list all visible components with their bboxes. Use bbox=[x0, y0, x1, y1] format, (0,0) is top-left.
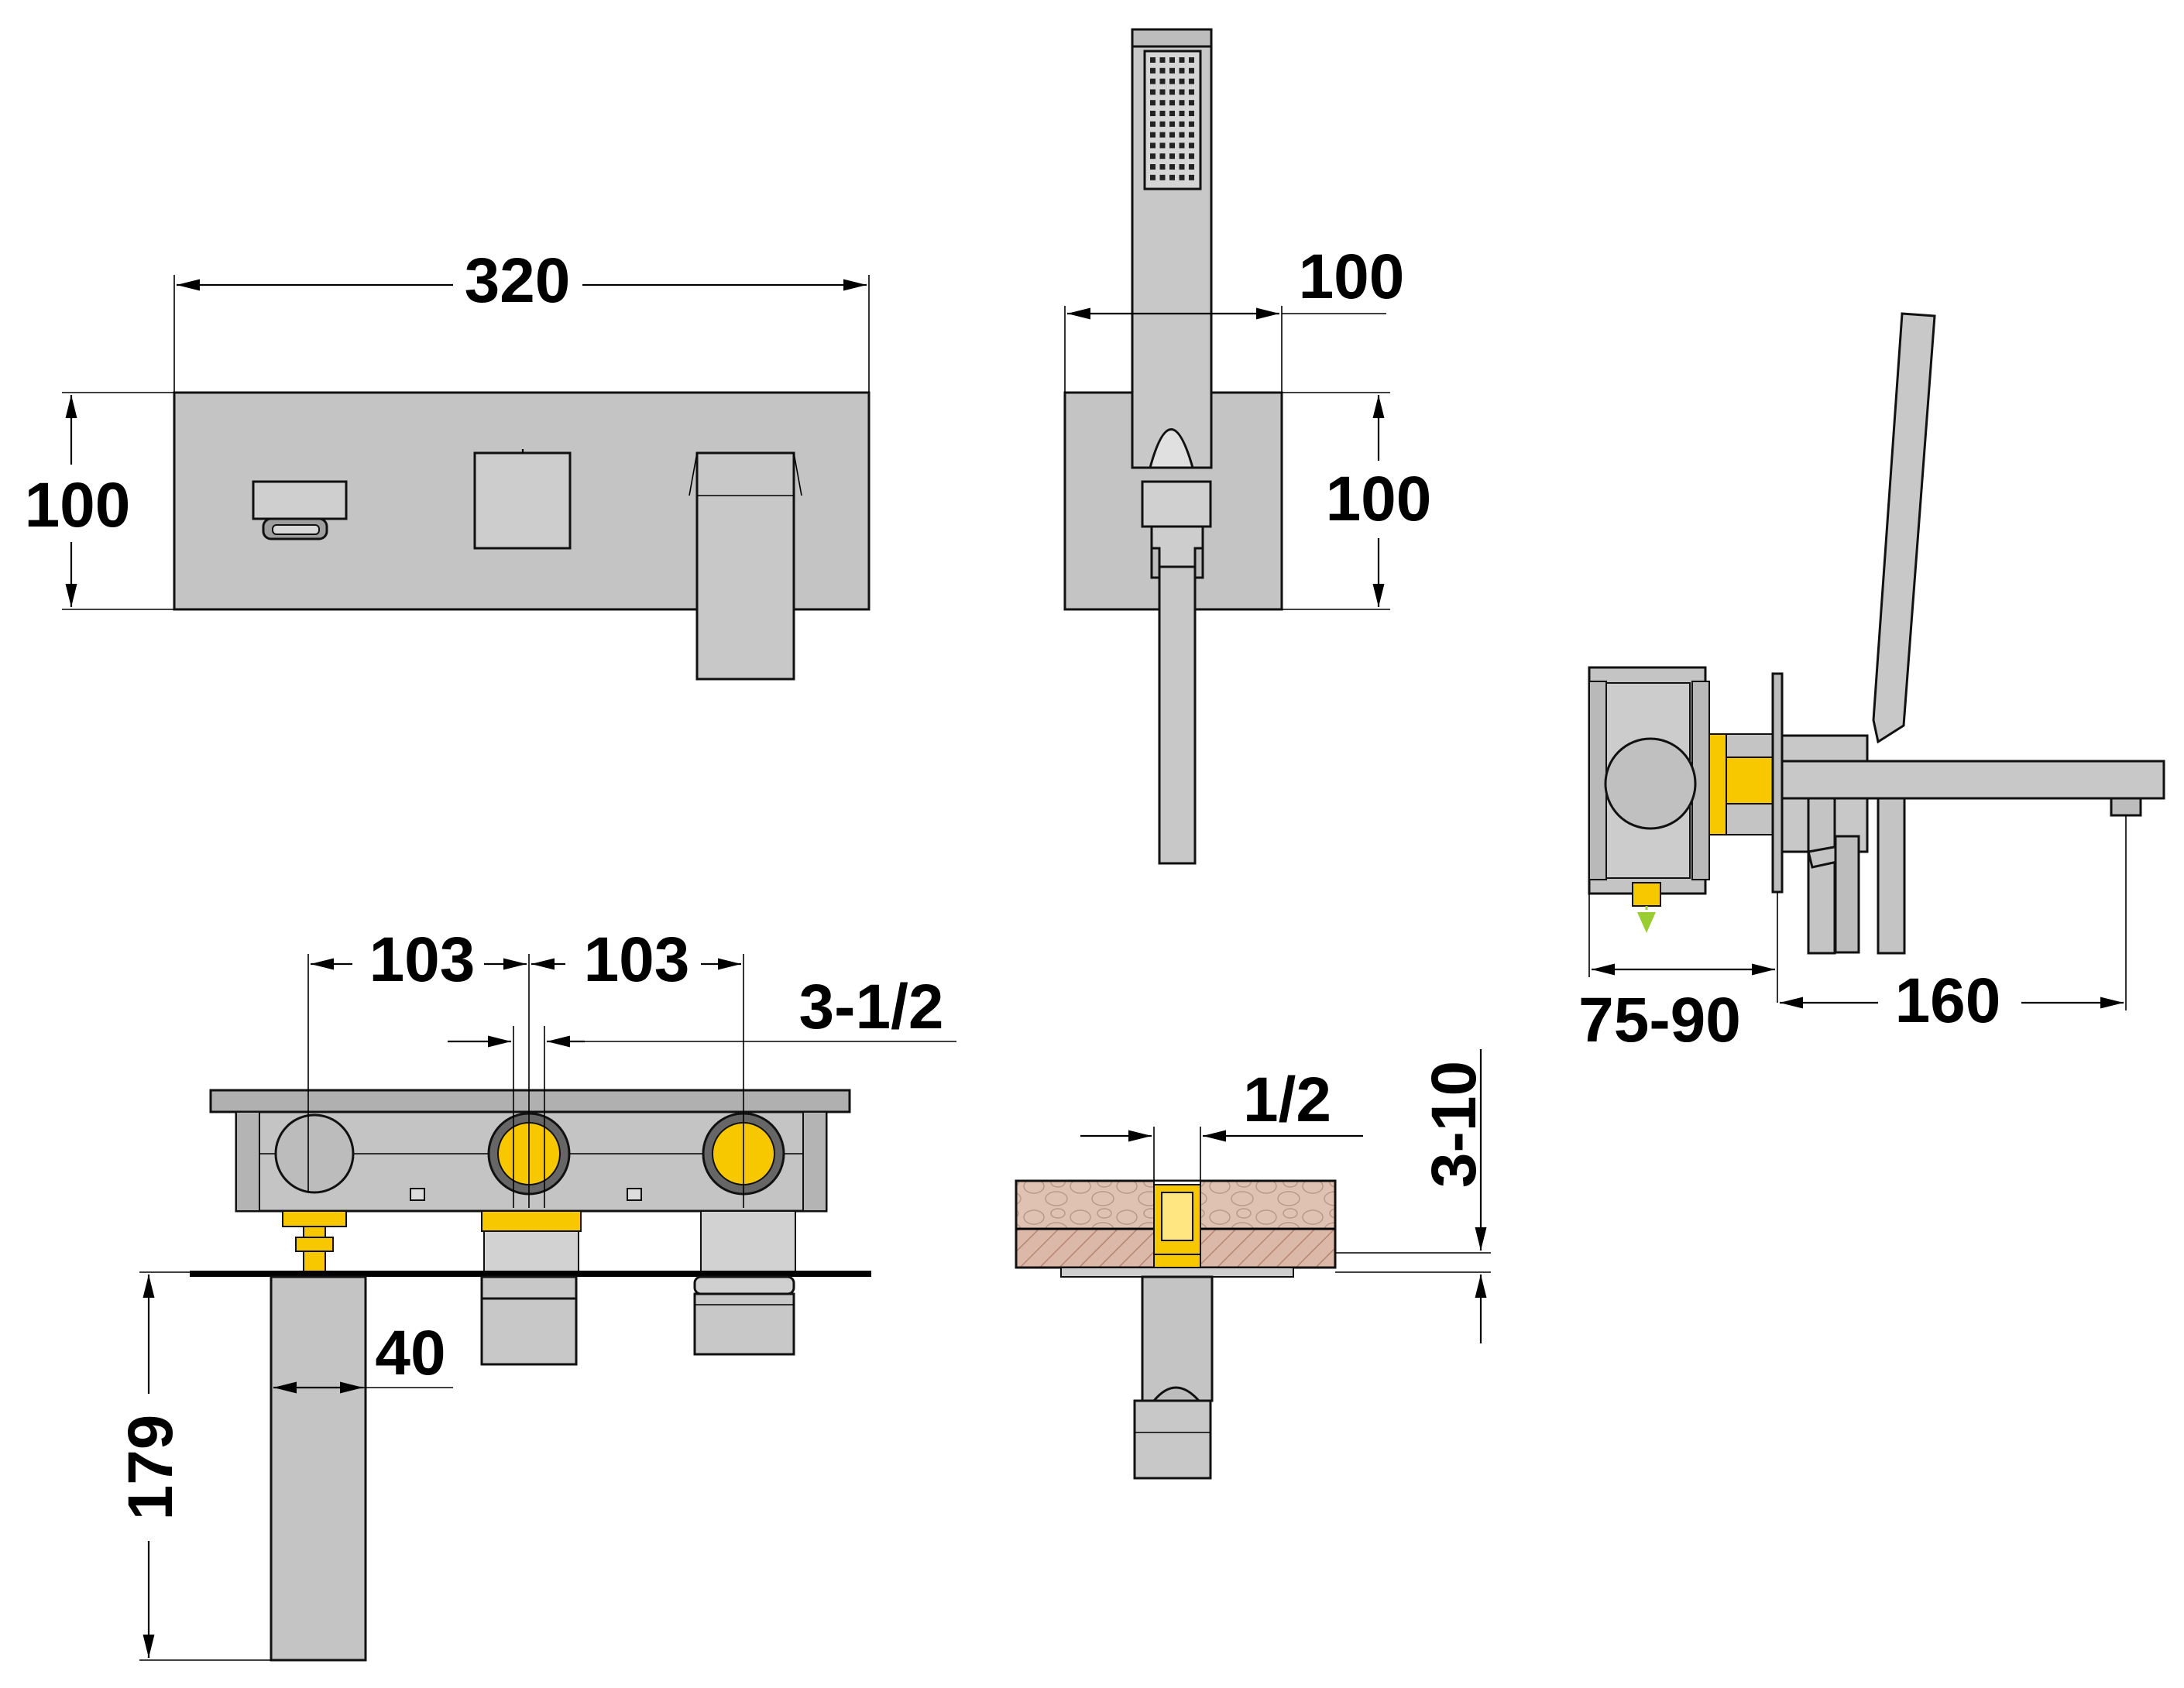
nozzle-dot bbox=[1150, 142, 1156, 149]
top-section-view: 103 103 3-1/2 40 179 bbox=[115, 925, 956, 1662]
dim-front-width: 320 bbox=[465, 245, 571, 316]
hose bbox=[1158, 525, 1197, 865]
nozzle-dot bbox=[1179, 153, 1185, 160]
dim-spout-height: 179 bbox=[115, 1415, 186, 1521]
nozzle-dot bbox=[1189, 132, 1194, 138]
nozzle-dot bbox=[1150, 100, 1156, 106]
nozzle-dot bbox=[1179, 78, 1185, 84]
dim-thread: 1/2 bbox=[1243, 1065, 1331, 1135]
nozzle-dot bbox=[1150, 174, 1156, 180]
nozzle-dot bbox=[1189, 89, 1194, 95]
spout-outlet bbox=[252, 480, 348, 520]
mixer-lever bbox=[695, 451, 795, 681]
dim-pipe-spacing: 3-1/2 bbox=[799, 972, 944, 1042]
nozzle-dot bbox=[1169, 174, 1175, 180]
nozzle-dot bbox=[1169, 67, 1175, 74]
nozzle-dot bbox=[1169, 121, 1175, 127]
side-plate bbox=[1771, 672, 1784, 894]
hose-nut bbox=[1141, 480, 1212, 528]
side-view: 75-90 160 bbox=[1578, 312, 2165, 1055]
nozzle-dot bbox=[1179, 100, 1185, 106]
side-hose bbox=[1872, 312, 1936, 744]
box-top bbox=[209, 1089, 851, 1113]
dim-mount-depth: 75-90 bbox=[1578, 985, 1741, 1055]
nozzle-dot bbox=[1189, 174, 1194, 180]
nozzle-dot bbox=[1150, 132, 1156, 138]
nozzle-dot bbox=[1159, 142, 1166, 149]
dim-spacing-left: 103 bbox=[369, 925, 476, 995]
dim-holder-width: 100 bbox=[1299, 242, 1405, 312]
nozzle-dot bbox=[1159, 121, 1166, 127]
nozzle-dot bbox=[1169, 57, 1175, 63]
dim-wall-tolerance: 3-10 bbox=[1419, 1061, 1489, 1188]
nozzle-dot bbox=[1169, 132, 1175, 138]
front-view: 320 100 bbox=[25, 245, 871, 681]
nozzle-dot bbox=[1179, 111, 1185, 116]
nozzle-dot bbox=[1179, 121, 1185, 127]
dim-spout-width: 40 bbox=[375, 1318, 445, 1388]
nozzle-dot bbox=[1159, 174, 1166, 180]
nozzle-dot bbox=[1159, 100, 1166, 106]
nozzle-dot bbox=[1189, 100, 1194, 106]
nozzle-dot bbox=[1150, 153, 1156, 160]
nozzle-dot bbox=[1179, 164, 1185, 170]
dim-holder-height: 100 bbox=[1326, 464, 1432, 534]
nozzle-dot bbox=[1159, 132, 1166, 138]
wall-section-view: 1/2 3-10 bbox=[1015, 1049, 1491, 1480]
nozzle-dot bbox=[1179, 57, 1185, 63]
nozzle-dot bbox=[1159, 153, 1166, 160]
nozzle-dot bbox=[1159, 111, 1166, 116]
nozzle-dot bbox=[1169, 100, 1175, 106]
nozzle-dot bbox=[1159, 164, 1166, 170]
nozzle-dot bbox=[1159, 89, 1166, 95]
dim-spout-projection: 160 bbox=[1895, 966, 2001, 1036]
nozzle-dot bbox=[1150, 164, 1156, 170]
nozzle-dot bbox=[1189, 57, 1194, 63]
nozzle-dot bbox=[1150, 67, 1156, 74]
diverter-knob bbox=[473, 451, 572, 550]
nozzle-dot bbox=[1159, 78, 1166, 84]
nozzle-dot bbox=[1169, 111, 1175, 116]
nozzle-dot bbox=[1179, 89, 1185, 95]
nozzle-dot bbox=[1189, 111, 1194, 116]
section-spout bbox=[1141, 1275, 1214, 1402]
nozzle-dot bbox=[1159, 67, 1166, 74]
nozzle-dot bbox=[1189, 78, 1194, 84]
nozzle-dot bbox=[1169, 153, 1175, 160]
nozzle-dot bbox=[1189, 121, 1194, 127]
nozzle-dot bbox=[1159, 57, 1166, 63]
side-spout bbox=[1781, 760, 2165, 800]
nozzle-dot bbox=[1169, 89, 1175, 95]
nozzle-dot bbox=[1179, 174, 1185, 180]
dim-front-height: 100 bbox=[25, 470, 131, 540]
nozzle-dot bbox=[1169, 142, 1175, 149]
nozzle-dot bbox=[1150, 78, 1156, 84]
nozzle-dot bbox=[1179, 67, 1185, 74]
nozzle-dot bbox=[1189, 164, 1194, 170]
dim-spacing-right: 103 bbox=[584, 925, 690, 995]
nozzle-dot bbox=[1169, 164, 1175, 170]
nozzle-dot bbox=[1169, 78, 1175, 84]
nozzle-dot bbox=[1150, 89, 1156, 95]
valve-icon bbox=[1604, 737, 1697, 830]
nozzle-dot bbox=[1189, 142, 1194, 149]
nozzle-dot bbox=[1150, 57, 1156, 63]
nozzle-dot bbox=[1189, 153, 1194, 160]
nozzle-dot bbox=[1179, 142, 1185, 149]
hand-shower-view: 100 100 bbox=[1063, 28, 1432, 865]
nozzle-dot bbox=[1179, 132, 1185, 138]
nozzle-dot bbox=[1150, 111, 1156, 116]
finish-plate bbox=[190, 1271, 871, 1277]
spout-section bbox=[270, 1275, 367, 1662]
nozzle-dot bbox=[1150, 121, 1156, 127]
nozzle-dot bbox=[1189, 67, 1194, 74]
shower-head-icon bbox=[1143, 50, 1202, 190]
